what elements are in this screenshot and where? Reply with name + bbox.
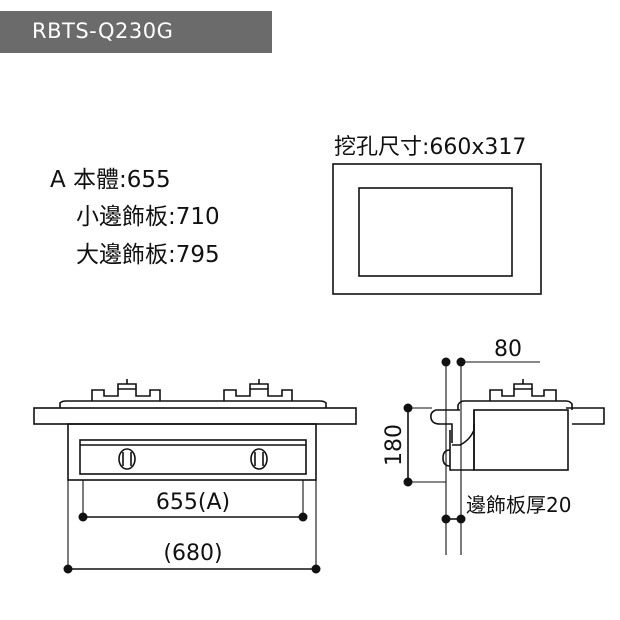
dimension-dots — [63, 357, 466, 574]
front-control-panel — [79, 439, 307, 475]
spec-large-trim-label: 大邊飾板:795 — [76, 242, 220, 268]
side-view — [407, 361, 605, 555]
side-trim-bracket — [430, 409, 460, 443]
knob-right — [250, 448, 268, 470]
dim-label-680: (680) — [163, 541, 222, 566]
cutout-outer-frame — [332, 163, 542, 295]
side-countertop — [566, 407, 605, 425]
front-top-plate — [59, 400, 327, 408]
dim-label-180: 180 — [382, 424, 407, 466]
knob-left — [118, 448, 136, 470]
spec-small-trim: 小邊飾板:710 — [76, 197, 220, 231]
burner-grate-left — [91, 379, 161, 401]
front-countertop — [33, 407, 357, 425]
trim-thickness-label: 邊飾板厚20 — [466, 493, 571, 517]
dim-label-655: 655(A) — [156, 490, 230, 515]
side-top-plate — [457, 400, 573, 410]
dim-label-80: 80 — [494, 337, 522, 362]
model-banner: RBTS-Q230G — [0, 11, 272, 53]
cutout-hole — [358, 187, 513, 277]
model-name: RBTS-Q230G — [32, 19, 174, 43]
side-body — [473, 409, 569, 471]
side-body-front — [449, 424, 475, 471]
front-view — [33, 379, 357, 572]
cutout-label: 挖孔尺寸:660x317 — [334, 135, 526, 160]
spec-large-trim: 大邊飾板:795 — [76, 235, 220, 269]
front-body — [67, 423, 317, 481]
spec-small-trim-label: 小邊飾板:710 — [76, 204, 220, 230]
burner-grate-right — [223, 379, 293, 401]
spec-body-label: A 本體:655 — [50, 167, 171, 193]
cutout-diagram — [332, 163, 542, 295]
spec-body: A 本體:655 — [50, 160, 171, 194]
side-burner-grate — [489, 379, 557, 401]
